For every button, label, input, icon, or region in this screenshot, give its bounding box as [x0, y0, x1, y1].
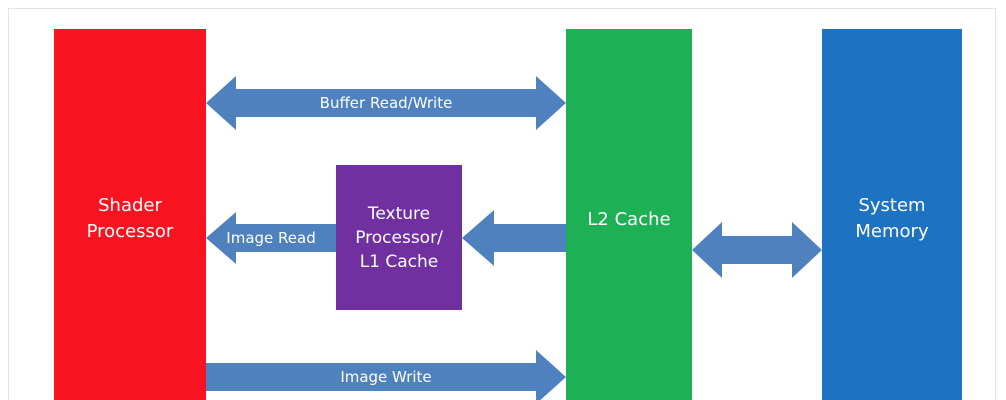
image-read-label: Image Read [226, 229, 315, 247]
image-read-arrow [206, 212, 336, 264]
buffer-read-write-label: Buffer Read/Write [320, 94, 453, 112]
l2-cache-block: L2 Cache [566, 29, 692, 400]
shader-processor-block: Shader Processor [54, 29, 206, 400]
l2-memory-arrow [692, 222, 822, 278]
l2-to-texture-arrow [462, 210, 566, 266]
image-write-arrow [206, 350, 566, 400]
buffer-read-write-arrow [206, 76, 566, 130]
diagram-frame [8, 8, 996, 400]
texture-processor-block: Texture Processor/ L1 Cache [336, 165, 462, 310]
system-memory-block: System Memory [822, 29, 962, 400]
image-write-label: Image Write [340, 368, 431, 386]
